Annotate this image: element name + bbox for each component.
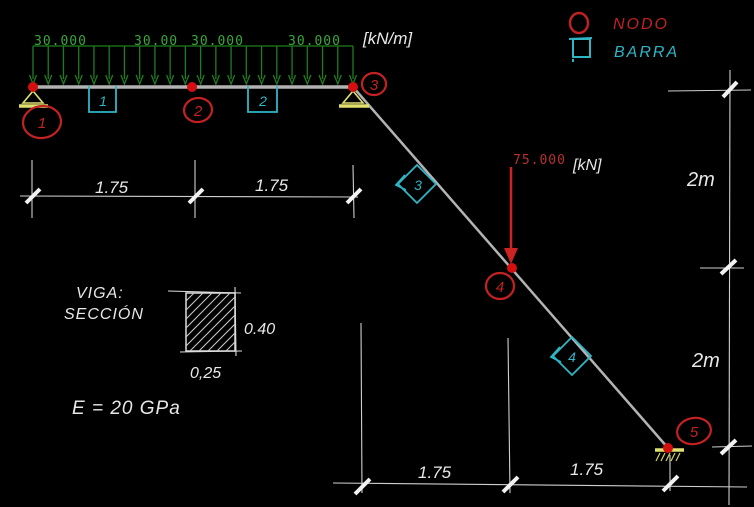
point-load-arrowhead	[504, 248, 518, 264]
distributed-load	[28, 45, 358, 86]
node-number-5: 5	[690, 424, 699, 441]
point-load-value: 75.000	[513, 153, 566, 168]
support-node-1	[19, 89, 48, 108]
bar-number-1: 1	[99, 93, 107, 109]
dimension-beam	[19, 160, 363, 219]
support-node-3	[339, 89, 369, 108]
distributed-load-unit: [kN/m]	[362, 29, 413, 48]
section-width: 0,25	[190, 365, 221, 382]
node-dot-2	[187, 82, 197, 92]
section-title-line1: VIGA:	[76, 285, 124, 302]
section-detail: VIGA: SECCIÓN 0.40 0,25 E = 20 GPa	[64, 285, 275, 419]
node-dot-1	[28, 82, 38, 92]
legend-node-label: NODO	[613, 16, 669, 33]
section-title-line2: SECCIÓN	[64, 304, 144, 323]
elastic-modulus: E = 20 GPa	[72, 398, 181, 419]
bar-box-1	[88, 86, 117, 113]
dload-label-2: 30.00	[134, 34, 178, 49]
dimension-bottom	[332, 322, 748, 496]
node-circle-2	[182, 96, 214, 124]
legend: NODO BARRA	[568, 11, 679, 62]
node-circle-5	[676, 416, 712, 446]
node-dots	[28, 82, 673, 453]
distributed-load-arrows	[28, 46, 358, 86]
bar-number-3: 3	[414, 177, 422, 193]
bar-box-4	[549, 335, 593, 377]
node-number-1: 1	[38, 115, 46, 132]
dload-label-1: 30.000	[34, 34, 87, 49]
bar-numbers: 1 2 3 4	[99, 93, 576, 365]
bar-number-4: 4	[568, 349, 576, 365]
point-load: 75.000 [kN]	[504, 153, 602, 264]
legend-node-icon	[568, 11, 590, 35]
dim-bottom-span-1: 1.75	[418, 463, 452, 482]
dim-bottom-span-2: 1.75	[570, 460, 604, 479]
node-numbers: 1 2 3 4 5	[38, 77, 699, 441]
node-dot-5	[663, 443, 673, 453]
node-circle-4	[484, 271, 516, 301]
dim-right-span-2: 2m	[691, 350, 720, 372]
dim-right-span-1: 2m	[686, 169, 715, 191]
node-dot-4	[507, 263, 517, 273]
legend-bar-label: BARRA	[614, 44, 679, 61]
distributed-load-labels: 30.000 30.00 30.000 30.000	[34, 34, 341, 49]
node-circle-3	[360, 71, 388, 97]
dload-label-4: 30.000	[288, 34, 341, 49]
bar-labels	[88, 86, 593, 377]
node-number-4: 4	[496, 279, 504, 296]
dimension-right	[667, 69, 753, 506]
dload-label-3: 30.000	[191, 34, 244, 49]
legend-bar-icon	[568, 37, 593, 62]
point-load-unit: [kN]	[572, 157, 602, 174]
node-circle-1	[21, 104, 63, 140]
bar-number-2: 2	[258, 93, 267, 109]
bar-box-3	[394, 163, 438, 205]
bar-box-2	[247, 86, 278, 113]
section-depth: 0.40	[244, 321, 275, 338]
section-hatch	[186, 293, 235, 351]
node-number-2: 2	[193, 103, 203, 120]
dim-beam-span-2: 1.75	[255, 176, 289, 195]
dim-beam-span-1: 1.75	[95, 178, 129, 197]
section-rect	[167, 286, 243, 357]
node-number-3: 3	[370, 77, 379, 94]
node-dot-3	[348, 82, 358, 92]
node-labels	[21, 71, 712, 446]
